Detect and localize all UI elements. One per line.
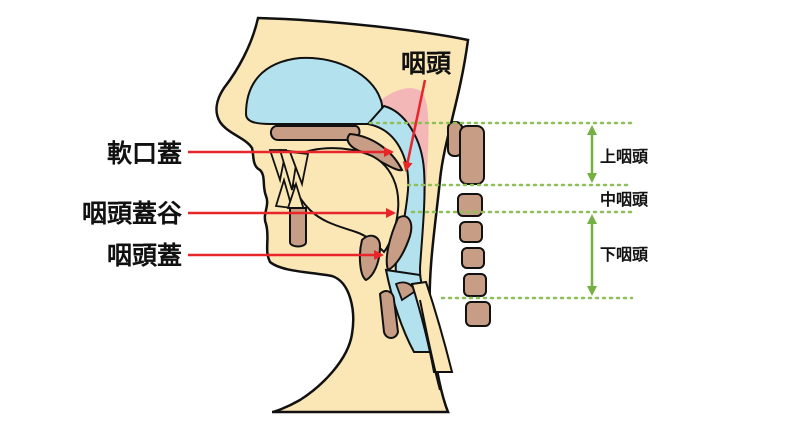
middle-pharynx-label: 中咽頭 bbox=[600, 190, 649, 209]
cervical-vertebrae bbox=[447, 121, 491, 327]
pharynx-label: 咽頭 bbox=[401, 49, 452, 78]
jaw-bone bbox=[289, 207, 307, 248]
nasal-cavity bbox=[244, 56, 384, 125]
esophagus bbox=[410, 280, 454, 373]
epiglottis bbox=[385, 215, 413, 272]
pharynx-arrow bbox=[402, 79, 427, 172]
soft-palate-label: 軟口蓋 bbox=[107, 139, 182, 168]
label-arrows bbox=[188, 79, 427, 260]
neck-line bbox=[419, 299, 441, 391]
hard-palate bbox=[270, 125, 361, 141]
epiglottis-label: 咽頭蓋 bbox=[107, 241, 182, 270]
upper-pharynx-label: 上咽頭 bbox=[600, 147, 649, 166]
lower-pharynx-label: 下咽頭 bbox=[600, 245, 649, 264]
vallecula-label: 咽頭蓋谷 bbox=[82, 199, 183, 228]
hyoid-bone bbox=[358, 234, 382, 282]
tongue bbox=[288, 147, 400, 254]
larynx-cartilage bbox=[378, 290, 400, 339]
level-lines bbox=[368, 121, 634, 300]
